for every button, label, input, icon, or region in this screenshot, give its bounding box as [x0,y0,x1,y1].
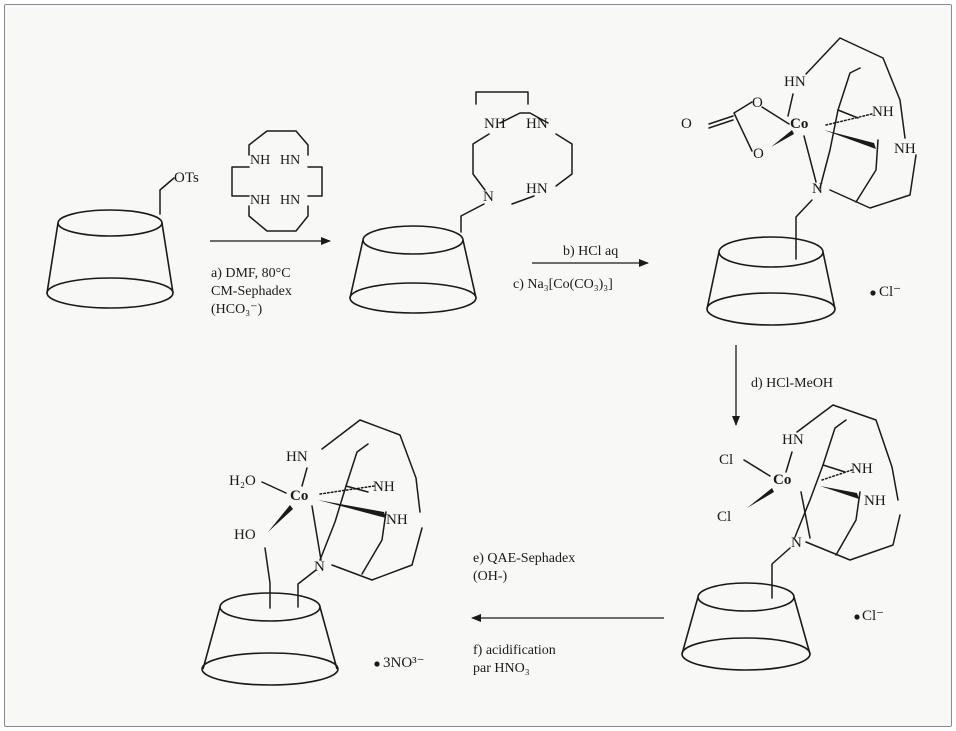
macrocycle-hn-2: HN [280,193,301,208]
scheme-frame [4,4,952,727]
complex1-counterion: Cl⁻ [879,284,902,300]
complex3-counterion: 3NO³⁻ [383,655,425,671]
complex1-hn: HN [784,74,806,90]
intermediate-nh: NH [484,116,506,132]
bullet-complex-1 [870,290,876,296]
complex1-nh-2: NH [894,141,916,157]
intermediate-n: N [483,189,494,205]
condition-a-line1: a) DMF, 80°C [211,266,291,281]
complex2-nh-2: NH [864,493,886,509]
complex1-o-2: O [753,146,764,162]
condition-e-line2: (OH-) [473,569,508,584]
complex2-cl-1: Cl [719,452,734,468]
condition-f-line1: f) acidification [473,643,556,658]
complex1-o-1: O [752,95,763,111]
complex3-cobalt: Co [290,488,309,504]
intermediate-hn-bottom: HN [526,181,548,197]
macrocycle-reagent [231,130,323,232]
macrocycle-nh-2: NH [250,193,271,208]
condition-b: b) HCl aq [563,244,619,259]
complex2-hn: HN [782,432,804,448]
intermediate-hn-top: HN [526,116,548,132]
complex3-n: N [314,559,325,575]
complex2-cl-2: Cl [717,509,732,525]
macrocycle-hn-1: HN [280,153,301,168]
complex1-carbonyl-o: O [681,116,692,132]
complex1-n: N [812,181,823,197]
complex2-counterion: Cl⁻ [862,608,885,624]
condition-a-line2: CM-Sephadex [211,284,292,299]
cobalt-complex-2 [681,404,901,671]
condition-f-line2: par HNO₃ [473,661,530,676]
condition-a-line3: (HCO₃⁻) [211,302,263,317]
cobalt-complex-3 [201,419,423,686]
bullet-complex-2 [854,614,860,620]
cyclodextrin-1 [46,177,175,309]
condition-e-line1: e) QAE-Sephadex [473,551,576,566]
complex2-cobalt: Co [773,472,792,488]
bullet-complex-3 [374,661,380,667]
complex1-cobalt: Co [790,116,809,132]
cobalt-complex-1 [706,37,917,326]
ots-label: OTs [174,170,199,186]
condition-c: c) Na₃[Co(CO₃)₃] [513,277,613,292]
complex3-nh-1: NH [373,479,395,495]
complex3-hn: HN [286,449,308,465]
intermediate-1 [349,91,573,314]
macrocycle-nh-1: NH [250,153,271,168]
complex2-n: N [791,535,802,551]
complex3-h2o: H₂O [229,473,256,489]
complex2-nh-1: NH [851,461,873,477]
complex1-nh-1: NH [872,104,894,120]
complex3-nh-2: NH [386,512,408,528]
complex3-ho: HO [234,527,256,543]
condition-d: d) HCl-MeOH [751,376,834,391]
